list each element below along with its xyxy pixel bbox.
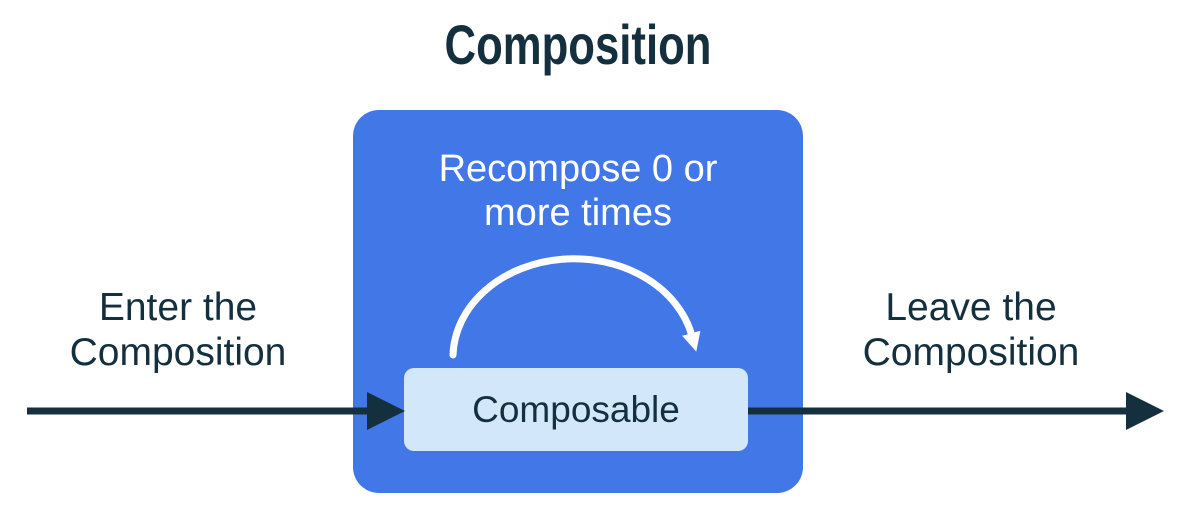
composable-label: Composable	[472, 388, 680, 430]
composable-box: Composable	[404, 368, 748, 451]
enter-composition-label: Enter the Composition	[69, 286, 287, 374]
enter-arrow-icon	[27, 392, 405, 430]
leave-composition-label: Leave the Composition	[862, 286, 1080, 374]
diagram-title: Composition	[444, 13, 712, 76]
leave-arrow-icon	[748, 392, 1164, 430]
recompose-label: Recompose 0 or more times	[438, 148, 718, 234]
